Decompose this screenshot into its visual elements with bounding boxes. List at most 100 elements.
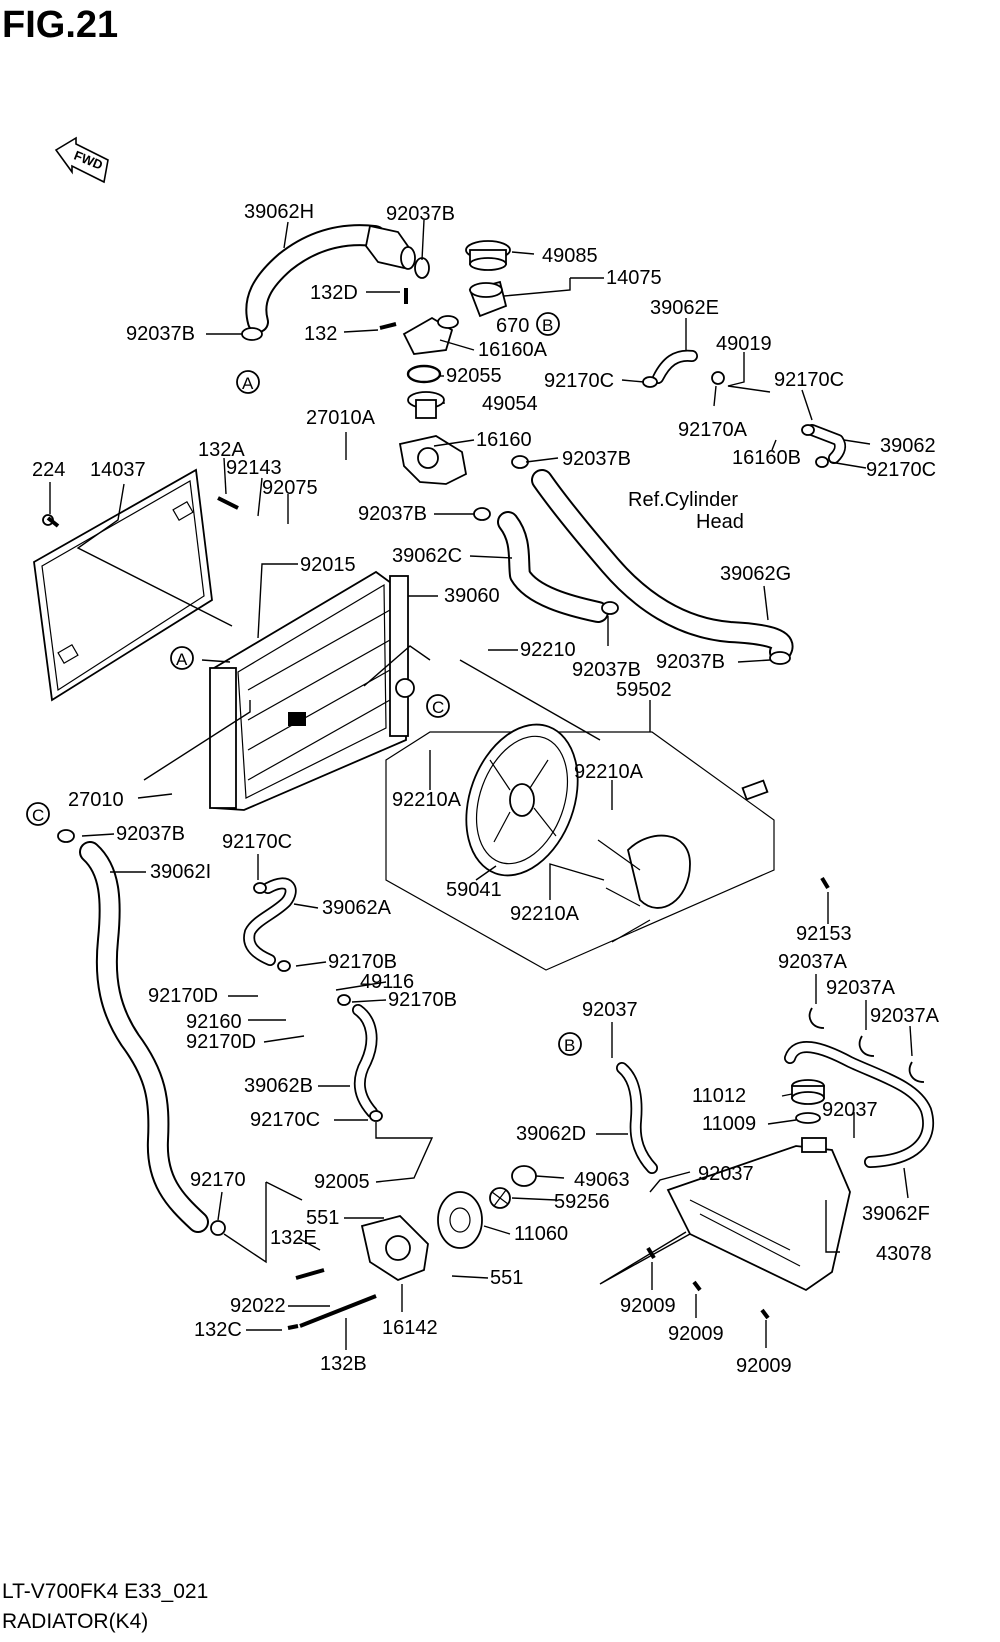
part-label: 92160	[186, 1011, 242, 1033]
filler-neck-14075	[437, 280, 508, 329]
part-label: 92037B	[116, 823, 185, 845]
part-label: 92055	[446, 365, 502, 387]
part-label: 132A	[198, 439, 245, 461]
hose-39062A	[243, 877, 297, 966]
part-label: 92037B	[656, 651, 725, 673]
ref-cylinder-head-line1: Ref.Cylinder	[628, 489, 738, 511]
part-label: 551	[490, 1267, 523, 1289]
diagram-name: RADIATOR(K4)	[2, 1610, 149, 1633]
part-label: 132B	[320, 1353, 367, 1375]
radiator-cap-49085	[465, 240, 511, 271]
part-label: 92037A	[870, 1005, 940, 1027]
fwd-arrow-icon: FWD	[54, 136, 109, 184]
part-label: 92170C	[544, 370, 614, 392]
part-label: 92037	[698, 1163, 754, 1185]
part-label: 92170B	[328, 951, 397, 973]
part-label: 27010	[68, 789, 124, 811]
part-label: 59256	[554, 1191, 610, 1213]
part-label: 92009	[620, 1295, 676, 1317]
callout-b-top: B	[536, 312, 560, 336]
part-label: 92037B	[562, 448, 631, 470]
thermostat-49054	[407, 391, 445, 419]
part-label: 92009	[736, 1355, 792, 1377]
part-label: 132	[304, 323, 337, 345]
part-label: 39062C	[392, 545, 462, 567]
part-label: 132C	[194, 1319, 242, 1341]
thermostat-housing-16160	[398, 435, 468, 485]
callout-a-top: A	[236, 370, 260, 394]
part-label: 92143	[226, 457, 282, 479]
part-label: 92037B	[358, 503, 427, 525]
part-label: 92037B	[126, 323, 195, 345]
part-label: 92015	[300, 554, 356, 576]
part-label: 49063	[574, 1169, 630, 1191]
fan-blade-59041	[465, 723, 579, 877]
seal-49063	[511, 1165, 537, 1187]
part-labels: 39062H 92037B 49085 14075 132D 92037B 13…	[32, 201, 940, 1377]
hose-39062G	[531, 469, 794, 663]
part-label: 92170	[190, 1169, 246, 1191]
part-label: 49054	[482, 393, 538, 415]
part-label: 39062B	[244, 1075, 313, 1097]
part-label: 49116	[360, 971, 414, 993]
part-label: 92170C	[866, 459, 936, 481]
part-label: 39062H	[244, 201, 314, 223]
hose-39062H	[245, 224, 416, 333]
part-label: 92170B	[388, 989, 457, 1011]
part-label: 551	[306, 1207, 339, 1229]
part-label: 11009	[702, 1113, 756, 1135]
callout-c-left: C	[26, 802, 50, 826]
water-pump-body-16142	[360, 1214, 429, 1282]
part-label: 92210A	[510, 903, 580, 925]
part-label: 59041	[446, 879, 502, 901]
part-label: 92210A	[392, 789, 462, 811]
fan-motor	[597, 779, 769, 943]
part-label: 39062E	[650, 297, 719, 319]
svg-text:A: A	[176, 650, 188, 669]
fan-assembly-frame-59502	[385, 731, 775, 971]
hose-39062I	[79, 841, 209, 1233]
hose-39062D	[616, 1062, 658, 1174]
part-label: 43078	[876, 1243, 932, 1265]
hose-clamps	[57, 257, 925, 1236]
part-label: 39062A	[322, 897, 392, 919]
part-label: 92210A	[574, 761, 644, 783]
part-label: 132E	[270, 1227, 317, 1249]
part-label: 92170D	[186, 1031, 256, 1053]
svg-text:B: B	[564, 1036, 575, 1055]
part-label: 92170C	[222, 831, 292, 853]
part-label: 92009	[668, 1323, 724, 1345]
part-label: 92037	[582, 999, 638, 1021]
part-label: 92022	[230, 1295, 286, 1317]
leader-lines	[49, 219, 913, 1350]
tank-cap-11012	[791, 1079, 825, 1105]
hose-39062B	[352, 1004, 378, 1118]
part-label: 92170A	[678, 419, 748, 441]
radiator-core-39060	[209, 570, 415, 811]
part-label: 92037A	[778, 951, 848, 973]
part-label: 27010A	[306, 407, 376, 429]
figure-title: FIG.21	[2, 4, 119, 46]
part-label: 16160B	[732, 447, 801, 469]
housing-cover-16160A	[402, 316, 454, 355]
part-label: 92153	[796, 923, 852, 945]
part-label: 49085	[542, 245, 598, 267]
part-label: 59502	[616, 679, 672, 701]
hose-39062E	[652, 349, 698, 384]
part-label: 92037	[822, 1099, 878, 1121]
part-label: 39062G	[720, 563, 791, 585]
pump-cover-11060	[437, 1191, 483, 1249]
bolts	[46, 288, 830, 1330]
gasket-11009	[795, 1112, 821, 1124]
part-label: 39062I	[150, 861, 211, 883]
hose-39062C	[497, 511, 609, 623]
part-label: 49019	[716, 333, 772, 355]
o-ring-92055	[406, 364, 442, 384]
svg-text:B: B	[542, 316, 553, 335]
part-label: 11012	[692, 1085, 746, 1107]
part-label: 39062F	[862, 1203, 930, 1225]
callout-c-mid: C	[426, 694, 450, 718]
part-label: 92005	[314, 1171, 370, 1193]
impeller-59256	[489, 1187, 511, 1209]
